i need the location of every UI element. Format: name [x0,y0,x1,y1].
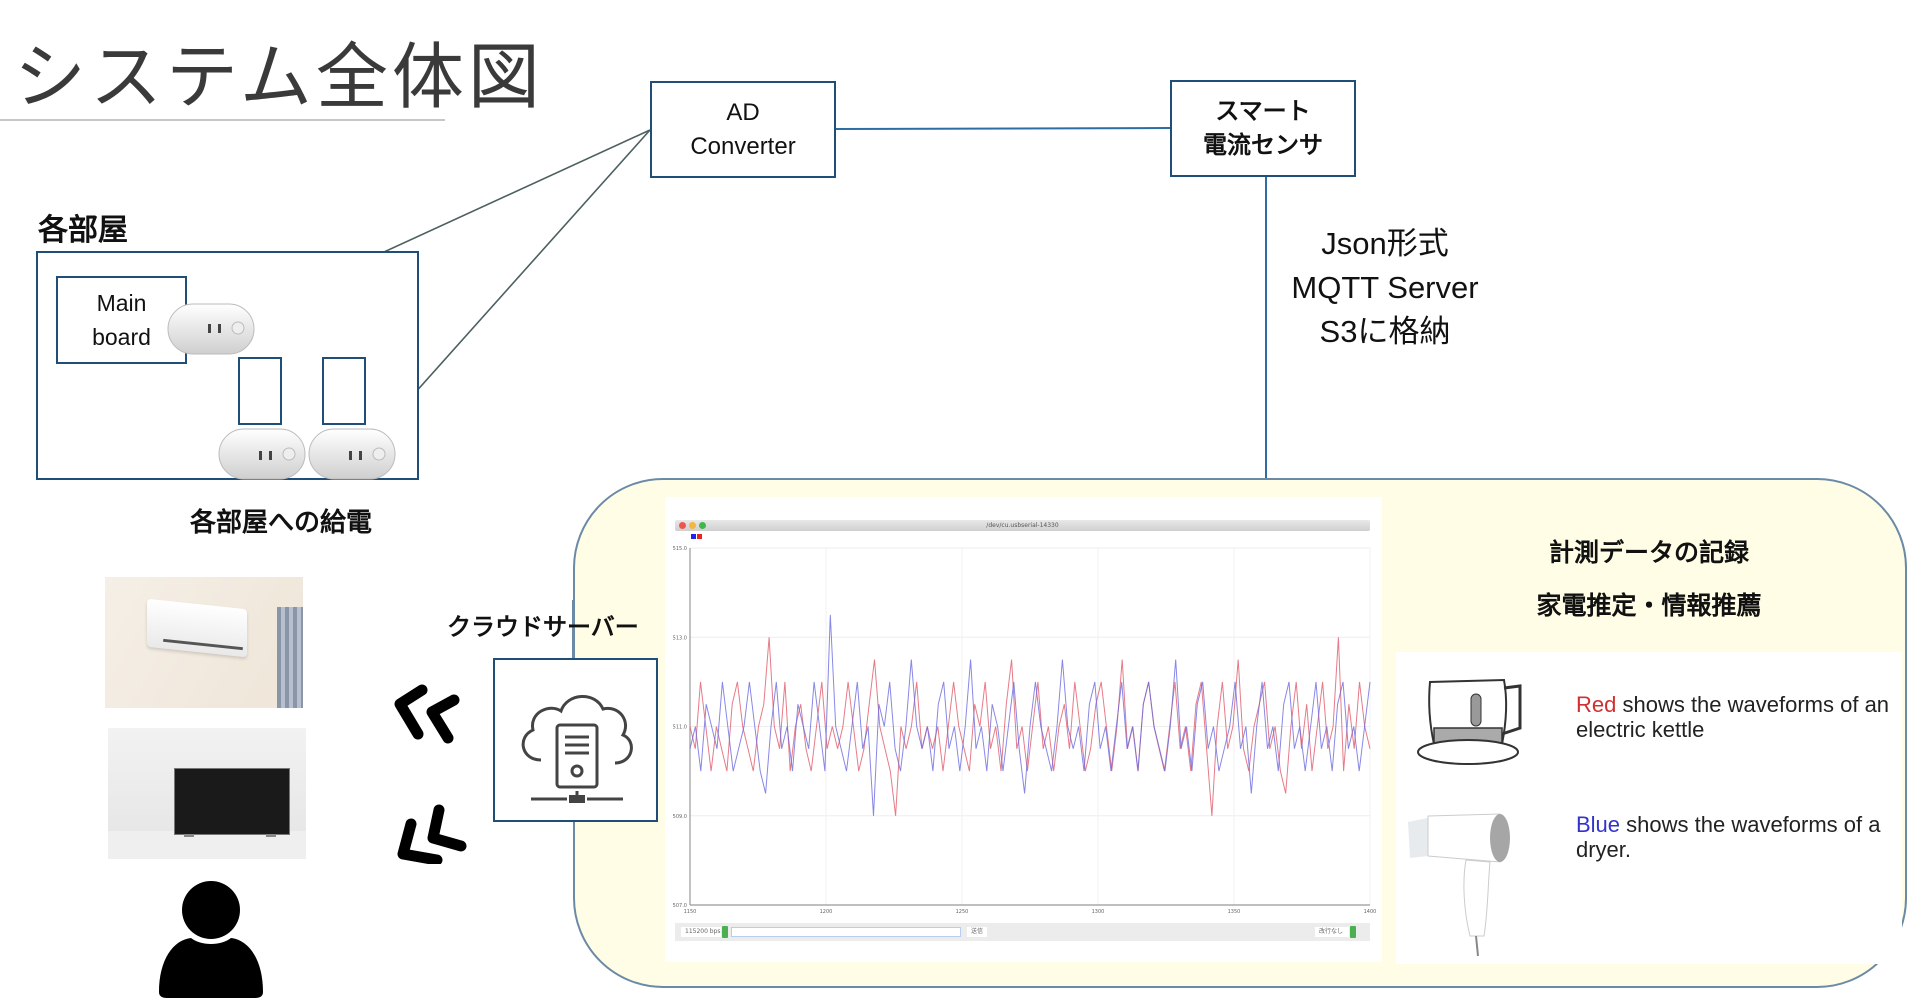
legend-info-panel: Red shows the waveforms of an electric k… [1396,652,1902,964]
cloud-heading-recording: 計測データの記録 [1548,538,1749,567]
wire-plug3-to-ad [379,129,651,433]
x-tick-label: 1150 [684,909,697,915]
smart-plug-icon [308,428,396,480]
title-divider [0,119,445,121]
smart-plug-icon [218,428,306,480]
dryer-legend-text: Blue shows the waveforms of a dryer. [1576,812,1896,862]
plotter-toolbar: 115200 bps 送信 改行なし [675,923,1370,941]
ad-converter-label: AD Converter [690,98,796,160]
television-image [108,728,306,859]
cloud-server-label: クラウドサーバー [447,613,639,641]
breaker-box-2 [322,357,366,425]
legend-dot-blue [691,534,696,539]
legend-dot-red [697,534,702,539]
x-tick-label: 1350 [1228,909,1241,915]
cloud-server-box [493,658,658,822]
send-button[interactable]: 送信 [967,927,987,937]
kettle-legend-text: Red shows the waveforms of an electric k… [1576,692,1896,742]
main-board-label: Main board [92,290,151,350]
red-keyword: Red [1576,692,1617,717]
page-title: システム全体図 [14,35,544,119]
transport-note: Json形式 MQTT Server S3に格納 [1291,226,1479,349]
air-conditioner-image [105,577,303,708]
y-tick-label: 515.0 [673,546,687,552]
hair-dryer-icon [1408,813,1510,957]
cloud-server-icon [521,695,633,803]
electric-kettle-icon [1417,678,1522,765]
smart-current-sensor-box: スマート 電流センサ [1170,80,1356,177]
ad-converter-box: AD Converter [650,81,836,178]
line-ending-select[interactable]: 改行なし [1315,927,1349,937]
series-line-dryer [689,614,1371,816]
y-tick-label: 513.0 [673,635,687,641]
plotter-window-title: /dev/cu.usbserial-14330 [986,522,1059,529]
x-tick-label: 1250 [956,909,969,915]
x-tick-label: 1300 [1092,909,1105,915]
room-label: 各部屋 [38,213,128,248]
minimize-dot-icon[interactable] [689,522,696,529]
blue-description: shows the waveforms of a dryer. [1576,812,1881,862]
main-board-box: Main board [56,276,187,364]
plotter-titlebar: /dev/cu.usbserial-14330 [675,520,1370,531]
close-dot-icon[interactable] [679,522,686,529]
blue-keyword: Blue [1576,812,1621,837]
x-tick-label: 1400 [1364,909,1377,915]
baud-rate-stepper-icon[interactable] [722,926,728,938]
baud-rate-select[interactable]: 115200 bps [681,927,721,937]
power-supply-caption: 各部屋への給電 [190,508,373,538]
smart-plug-icon [167,303,255,355]
y-tick-label: 507.0 [673,903,687,909]
x-tick-label: 1200 [820,909,833,915]
y-tick-label: 509.0 [673,814,687,820]
cloud-heading-estimation: 家電推定・情報推薦 [1536,591,1762,620]
wire-ad-to-sensor [834,127,1171,130]
double-chevron-down-left-icon [397,804,467,864]
line-ending-stepper-icon[interactable] [1350,926,1356,938]
double-chevron-left-icon [394,684,460,744]
y-tick-label: 511.0 [673,725,687,731]
maximize-dot-icon[interactable] [699,522,706,529]
smart-current-sensor-label: スマート 電流センサ [1203,97,1323,159]
red-description: shows the waveforms of an electric kettl… [1576,692,1890,742]
serial-send-input[interactable] [731,927,961,937]
user-icon [159,881,263,998]
breaker-box-1 [238,357,282,425]
